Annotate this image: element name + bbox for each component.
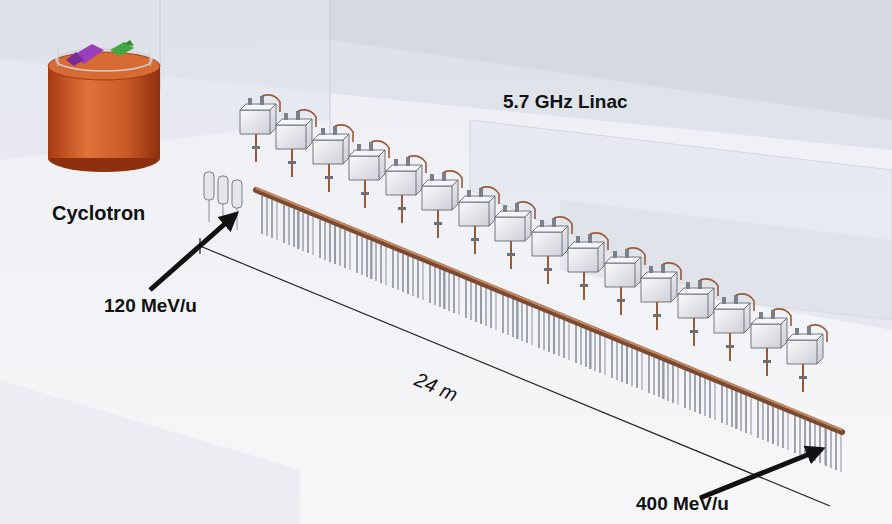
component-label: Cyclotron	[52, 202, 145, 224]
cyclotron	[48, 40, 160, 172]
pointer-arrow	[700, 449, 822, 498]
dimension-line	[200, 246, 830, 506]
wall-panel	[330, 0, 892, 120]
energy-label: 120 MeV/u	[104, 296, 197, 317]
component-label: 5.7 GHz Linac	[503, 92, 628, 113]
klystron-row	[240, 95, 827, 392]
energy-label: 400 MeV/u	[636, 494, 729, 515]
pointer-arrow	[150, 214, 236, 290]
linac-beamline	[256, 188, 842, 432]
wall-edge	[330, 0, 331, 150]
rod-rows	[262, 196, 841, 472]
injection-magnets	[204, 172, 242, 230]
dimension-label: 24 m	[411, 368, 461, 406]
floor-trench	[0, 380, 300, 524]
